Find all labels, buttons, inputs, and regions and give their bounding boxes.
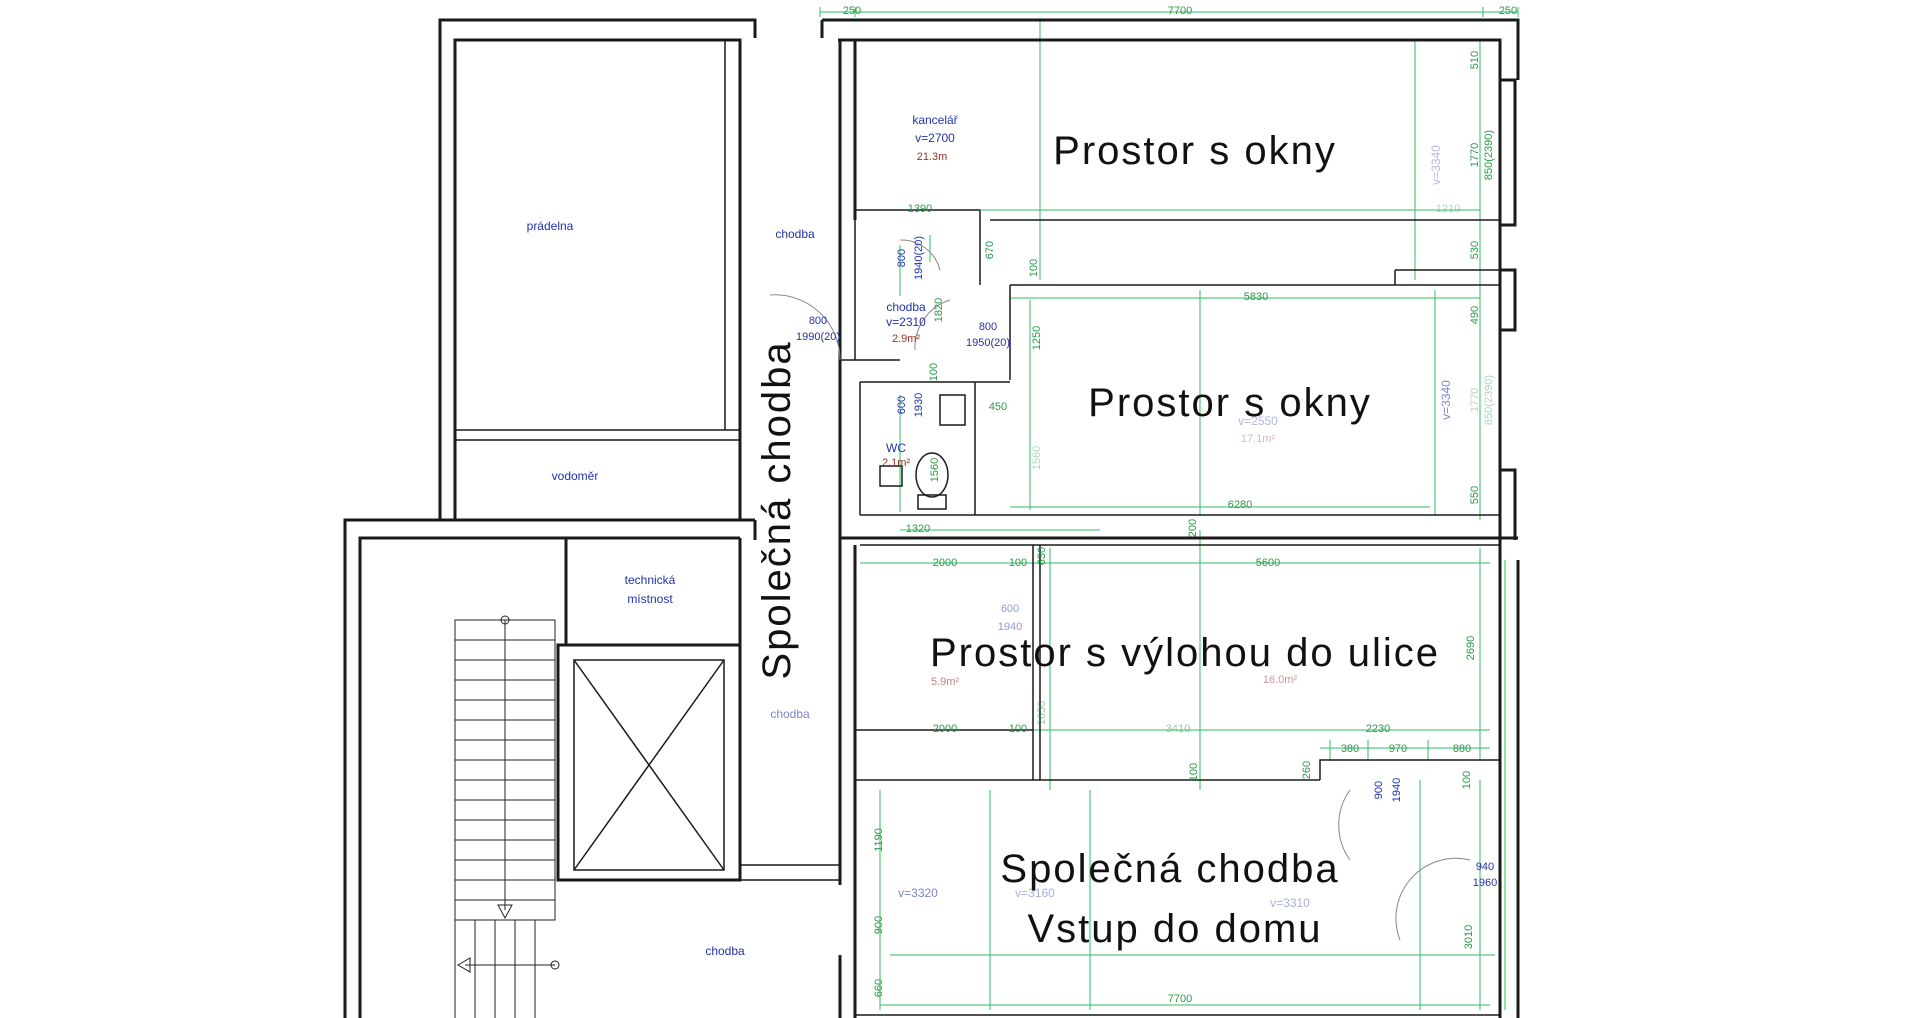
dim-1770b: 1770 bbox=[1469, 388, 1481, 412]
room-kancelar: kancelář bbox=[912, 113, 958, 127]
dim-top-mid: 7700 bbox=[1168, 5, 1192, 17]
dim-3010: 3010 bbox=[1463, 925, 1475, 949]
dim-1390: 1390 bbox=[908, 203, 932, 215]
label-hall-line-1: Společná chodba bbox=[1000, 847, 1339, 891]
dim-1770: 1770 bbox=[1469, 143, 1481, 167]
room-shop-area-2: 16.0m² bbox=[1263, 674, 1298, 686]
dim-800b: 800 bbox=[809, 315, 827, 327]
dim-450: 450 bbox=[989, 401, 1007, 413]
room-hall-height-1: v=3320 bbox=[898, 886, 938, 900]
doors-fixtures bbox=[769, 239, 1471, 941]
dim-940: 940 bbox=[1476, 861, 1494, 873]
dim-850-2390: 850(2390) bbox=[1483, 130, 1495, 180]
label-corridor-vertical: Společná chodba bbox=[755, 340, 799, 679]
room-chodba-top: chodba bbox=[775, 227, 815, 241]
dim-6280: 6280 bbox=[1228, 499, 1252, 511]
dim-1960: 1960 bbox=[1473, 877, 1497, 889]
dim-490: 490 bbox=[1469, 306, 1481, 324]
dim-850-2390b: 850(2390) bbox=[1483, 375, 1495, 425]
room-small-chodba-height: v=2310 bbox=[886, 315, 926, 329]
room-hall-height-3: v=3310 bbox=[1270, 896, 1310, 910]
dim-2000a: 2000 bbox=[933, 557, 957, 569]
dim-5830: 5830 bbox=[1244, 291, 1268, 303]
dim-260: 260 bbox=[1301, 761, 1313, 779]
room-small-chodba: chodba bbox=[886, 300, 926, 314]
dim-1320: 1320 bbox=[906, 523, 930, 535]
dim-100d: 100 bbox=[1009, 723, 1027, 735]
room-chodba-mid: chodba bbox=[770, 707, 810, 721]
dim-100b: 100 bbox=[928, 363, 940, 381]
room-kancelar-area: 21.3m bbox=[917, 151, 948, 163]
dim-100f: 100 bbox=[1461, 771, 1473, 789]
label-office-1: Prostor s okny bbox=[1053, 129, 1337, 173]
room-hall-height-2: v=3160 bbox=[1015, 886, 1055, 900]
staircase bbox=[454, 615, 560, 1018]
room-office2-height: v=2550 bbox=[1238, 414, 1278, 428]
room-technicka-2: místnost bbox=[627, 592, 673, 606]
dim-1940c: 1940 bbox=[1391, 778, 1403, 802]
dim-1210: 1210 bbox=[1436, 203, 1460, 215]
dim-7700b: 7700 bbox=[1168, 993, 1192, 1005]
label-shop: Prostor s výlohou do ulice bbox=[930, 631, 1440, 675]
dim-2000b: 2000 bbox=[933, 723, 957, 735]
dim-100c: 100 bbox=[1009, 557, 1027, 569]
dim-530: 530 bbox=[1469, 241, 1481, 259]
dim-900a: 900 bbox=[1373, 781, 1385, 799]
dim-1250: 1250 bbox=[1031, 326, 1043, 350]
dim-1990-20: 1990(20) bbox=[796, 331, 840, 343]
dim-670: 670 bbox=[984, 241, 996, 259]
room-kancelar-height: v=2700 bbox=[915, 131, 955, 145]
room-small-chodba-area: 2.9m² bbox=[892, 333, 920, 345]
dim-3410: 3410 bbox=[1166, 723, 1190, 735]
dim-1950-20: 1950(20) bbox=[966, 337, 1010, 349]
room-office2-height-right: v=3340 bbox=[1439, 380, 1453, 420]
room-chodba-bottom: chodba bbox=[705, 944, 745, 958]
room-office1-height: v=3340 bbox=[1429, 145, 1443, 185]
overlay-labels: Prostor s okny Prostor s okny Prostor s … bbox=[755, 129, 1440, 951]
dim-1820: 1820 bbox=[933, 298, 945, 322]
dim-660: 660 bbox=[873, 979, 885, 997]
room-wc: WC bbox=[886, 441, 906, 455]
dim-800a: 800 bbox=[896, 249, 908, 267]
dim-510: 510 bbox=[1469, 51, 1481, 69]
dim-top-right: 250 bbox=[1499, 5, 1517, 17]
label-hall-line-2: Vstup do domu bbox=[1027, 907, 1322, 951]
dim-550: 550 bbox=[1469, 486, 1481, 504]
dim-top-left: 250 bbox=[843, 5, 861, 17]
dim-2230: 2230 bbox=[1366, 723, 1390, 735]
dim-1940-20: 1940(20) bbox=[913, 236, 925, 280]
dimension-lines bbox=[819, 7, 1519, 1010]
dim-800c: 800 bbox=[979, 321, 997, 333]
dim-1190: 1190 bbox=[873, 828, 885, 852]
dim-100a: 100 bbox=[1028, 259, 1040, 277]
label-office-2: Prostor s okny bbox=[1088, 381, 1372, 425]
room-vodomer: vodoměr bbox=[552, 469, 599, 483]
room-office2-area: 17.1m² bbox=[1241, 433, 1276, 445]
room-pradelna: prádelna bbox=[527, 219, 574, 233]
room-labels: prádelna vodoměr chodba chodba chodba te… bbox=[527, 113, 1453, 958]
dim-1560: 1560 bbox=[929, 458, 941, 482]
dim-600b: 600 bbox=[1001, 603, 1019, 615]
room-shop-area: 5.9m² bbox=[931, 676, 959, 688]
dim-5600: 5600 bbox=[1256, 557, 1280, 569]
dim-1650: 1650 bbox=[1036, 701, 1048, 725]
dimension-labels: 250 7700 250 510 1770 850(2390) 530 490 … bbox=[796, 5, 1517, 1005]
dim-1560b: 1560 bbox=[1031, 446, 1043, 470]
dim-970: 970 bbox=[1389, 743, 1407, 755]
dim-380: 380 bbox=[1341, 743, 1359, 755]
dim-880: 880 bbox=[1453, 743, 1471, 755]
dim-1940b: 1940 bbox=[998, 621, 1022, 633]
dim-2690: 2690 bbox=[1465, 636, 1477, 660]
dim-100e: 100 bbox=[1188, 763, 1200, 781]
dim-630: 630 bbox=[1036, 547, 1048, 565]
room-wc-area: 2.1m² bbox=[882, 457, 910, 469]
room-technicka-1: technická bbox=[625, 573, 676, 587]
dim-600: 600 bbox=[896, 396, 908, 414]
dim-900b: 900 bbox=[873, 916, 885, 934]
walls bbox=[343, 18, 1520, 1018]
dim-200: 200 bbox=[1187, 519, 1199, 537]
dim-1930: 1930 bbox=[913, 393, 925, 417]
